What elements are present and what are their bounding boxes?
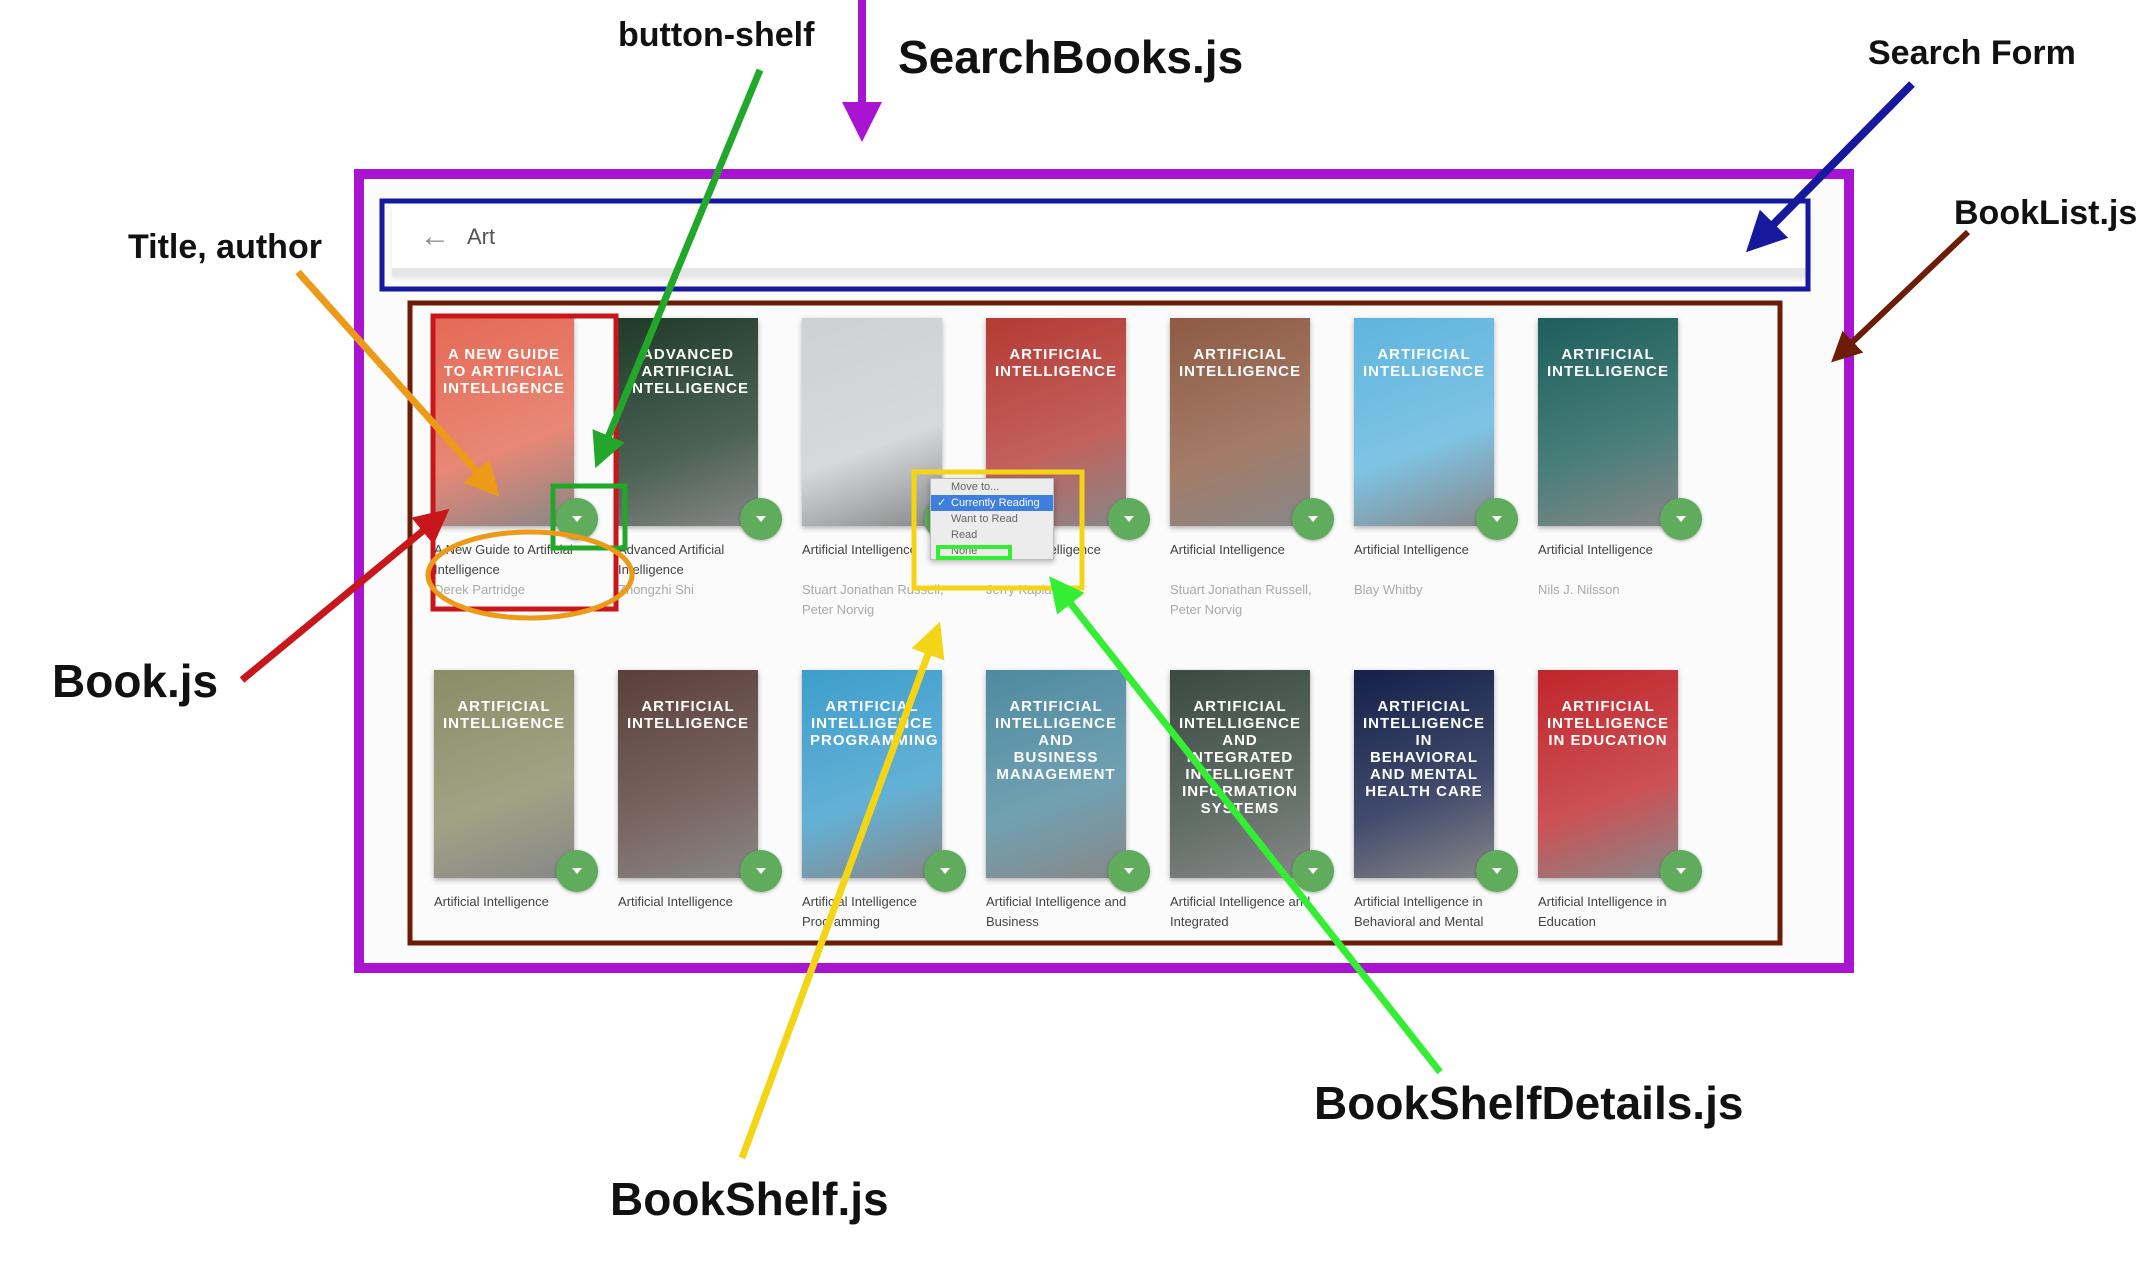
cover-text: A New Guide to Artificial Intelligence: [442, 346, 565, 397]
book-cover: Artificial Intelligence and Business Man…: [986, 670, 1126, 878]
label-button-shelf: button-shelf: [618, 16, 815, 54]
book-cover: Artificial Intelligence in Education: [1538, 670, 1678, 878]
shelf-button[interactable]: [1476, 498, 1518, 540]
booklist-arrow: [1831, 229, 1971, 363]
book-authors: Derek Partridge: [434, 582, 526, 597]
book-authors: Stuart Jonathan Russell, Peter Norvig: [1170, 582, 1312, 617]
book-cover: Artificial Intelligence in Behavioral an…: [1354, 670, 1494, 878]
search-form-box: [379, 198, 1811, 292]
title-author-arrow: [295, 269, 500, 498]
book-cover: Artificial Intelligence: [618, 670, 758, 878]
book-card[interactable]: Artificial Intelligence in Behavioral an…: [1354, 670, 1518, 930]
bookshelf-box: [911, 469, 1085, 591]
cover-text: Artificial Intelligence in Behavioral an…: [1362, 698, 1485, 800]
cover-text: artificial intelligence programming: [810, 698, 939, 749]
book-card[interactable]: Artificial IntelligenceArtificial Intell…: [1354, 318, 1518, 648]
book-authors: Zhongzhi Shi: [618, 582, 694, 597]
label-search-form: Search Form: [1868, 34, 2076, 72]
book-title: Artificial Intelligence Programming: [802, 894, 917, 929]
cover-text: Artificial Intelligence and Integrated I…: [1178, 698, 1301, 817]
book-cover: Artificial Intelligence: [1538, 318, 1678, 526]
shelf-button[interactable]: [1108, 850, 1150, 892]
cover-text: Artificial Intelligence and Business Man…: [994, 698, 1117, 783]
book-title: Advanced Artificial Intelligence: [618, 542, 725, 577]
shelf-button[interactable]: [740, 498, 782, 540]
cover-text: Artificial Intelligence: [1178, 346, 1301, 380]
book-title: Artificial Intelligence: [434, 894, 549, 909]
book-title: Artificial Intelligence in Behavioral an…: [1354, 894, 1484, 929]
book-authors: Nils J. Nilsson: [1538, 582, 1620, 597]
book-cover: [802, 318, 942, 526]
label-bookshelf: BookShelf.js: [610, 1173, 889, 1225]
book-title: Artificial Intelligence and Business: [986, 894, 1127, 929]
label-booklist: BookList.js: [1954, 194, 2138, 232]
searchbooks-box: [354, 169, 1854, 973]
cover-text: Artificial Intelligence: [994, 346, 1117, 380]
book-cover: Artificial Intelligence: [434, 670, 574, 878]
shelf-button[interactable]: [924, 850, 966, 892]
book-card[interactable]: Artificial IntelligenceArtificial Intell…: [618, 670, 782, 930]
book-title: Artificial Intelligence: [1354, 542, 1469, 557]
arrow-left-icon[interactable]: ←: [420, 220, 450, 253]
app-screenshot: ← Art A New Guide to Artificial Intellig…: [362, 176, 1846, 964]
book-title: Artificial Intelligence: [618, 894, 733, 909]
cover-text: Artificial Intelligence in Education: [1546, 698, 1669, 749]
label-title-author: Title, author: [128, 228, 322, 266]
cover-text: Artificial Intelligence: [1546, 346, 1669, 380]
book-cover: artificial intelligence programming: [802, 670, 942, 878]
shelf-button[interactable]: [1476, 850, 1518, 892]
bookshelfdetails-arrow: [1049, 576, 1443, 1075]
book-title: Artificial Intelligence in Education: [1538, 894, 1667, 929]
shelf-button[interactable]: [1108, 498, 1150, 540]
book-card[interactable]: Artificial IntelligenceArtificial Intell…: [434, 670, 598, 930]
cover-text: Artificial Intelligence: [626, 698, 749, 732]
label-searchbooks: SearchBooks.js: [898, 31, 1244, 83]
search-query[interactable]: Art: [467, 224, 496, 249]
shelf-menu-header: Move to...: [951, 481, 1000, 493]
bookshelfdetails-box: [936, 545, 1012, 560]
book-card[interactable]: Artificial Intelligence in EducationArti…: [1538, 670, 1702, 930]
book-card[interactable]: Artificial IntelligenceArtificial Intell…: [1538, 318, 1702, 648]
button-shelf-box: [550, 483, 628, 551]
book-cover: Artificial Intelligence: [1354, 318, 1494, 526]
search-bar[interactable]: ← Art: [392, 206, 1810, 276]
shelf-button[interactable]: [740, 850, 782, 892]
book-card[interactable]: Artificial Intelligence and Business Man…: [986, 670, 1150, 930]
shelf-button[interactable]: [1292, 850, 1334, 892]
book-title: Artificial Intelligence: [1538, 542, 1653, 557]
shelf-button[interactable]: [1660, 498, 1702, 540]
book-card[interactable]: artificial intelligence programmingArtif…: [802, 670, 966, 930]
cover-text: Artificial Intelligence: [1362, 346, 1485, 380]
shelf-button[interactable]: [1292, 498, 1334, 540]
shelf-button[interactable]: [1660, 850, 1702, 892]
label-book: Book.js: [52, 655, 219, 707]
book-card[interactable]: Artificial IntelligenceArtificial Intell…: [1170, 318, 1334, 648]
book-card[interactable]: A New Guide to Artificial Intelligence A …: [434, 318, 598, 648]
bookshelf-arrow: [738, 621, 945, 1160]
book-authors: Stuart Jonathan Russell, Peter Norvig: [802, 582, 944, 617]
book-title: A New Guide to Artificial Intelligence: [434, 542, 573, 577]
shelf-option-want-to-read[interactable]: Want to Read: [951, 513, 1018, 525]
label-bookshelfdetails: BookShelfDetails.js: [1314, 1077, 1744, 1129]
book-title: Artificial Intelligence: [1170, 542, 1285, 557]
book-cover: A New Guide to Artificial Intelligence: [434, 318, 574, 526]
cover-text: Advanced Artificial Intelligence: [626, 346, 749, 397]
title-author-ellipse: [425, 529, 635, 621]
book-cover: Artificial Intelligence and Integrated I…: [1170, 670, 1310, 878]
booklist-box: [407, 300, 1783, 946]
book-title: Artificial Intelligence: [802, 542, 917, 557]
shelf-button[interactable]: [556, 850, 598, 892]
shelf-option-read[interactable]: Read: [951, 529, 978, 541]
book-cover: Artificial Intelligence: [1170, 318, 1310, 526]
button-shelf-arrow: [592, 68, 764, 469]
book-card[interactable]: Artificial Intelligence and Integrated I…: [1170, 670, 1334, 930]
book-title: Artificial Intelligence and Integrated: [1170, 894, 1311, 929]
book-authors: Blay Whitby: [1354, 582, 1423, 597]
book-arrow: [239, 508, 450, 683]
shelf-option-currently-reading[interactable]: Currently Reading: [931, 495, 1053, 511]
book-box: [430, 313, 619, 612]
search-form-arrow: [1745, 81, 1915, 253]
cover-text: Artificial Intelligence: [442, 698, 565, 732]
